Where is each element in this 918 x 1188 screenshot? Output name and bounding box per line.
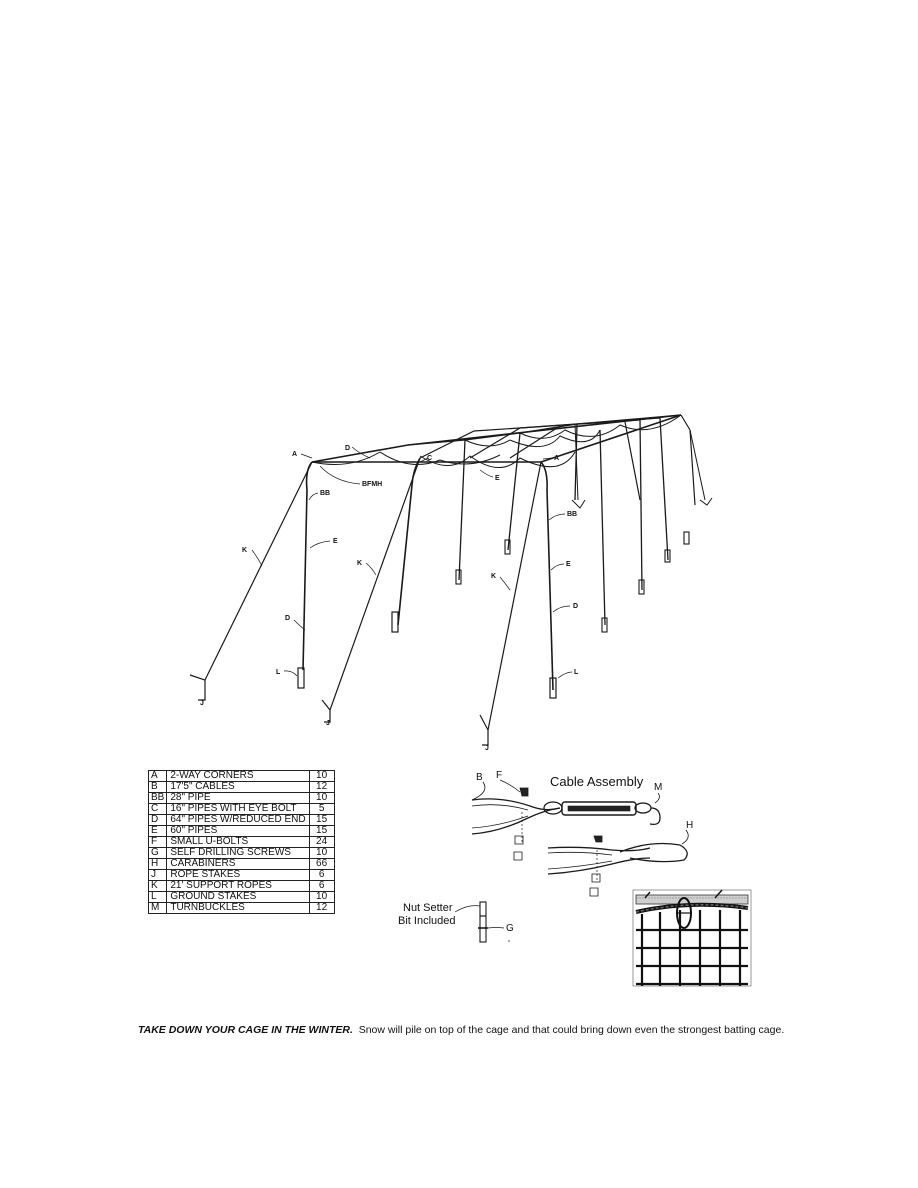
label-h: H [686, 820, 693, 831]
label-bb-right: BB [567, 511, 577, 518]
label-e-right: E [566, 561, 571, 568]
parts-code: A [147, 770, 168, 782]
parts-qty: 10 [308, 891, 335, 903]
label-b: B [476, 772, 483, 783]
parts-qty: 66 [308, 858, 335, 870]
label-k-middle: K [357, 560, 362, 567]
parts-code: C [147, 803, 168, 815]
carabiner-net-detail [632, 889, 752, 987]
label-g: G [506, 923, 514, 934]
assembly-diagram: A D C E A BFMH BB BB K E K D K [189, 414, 752, 987]
nut-setter-detail: Nut Setter Bit Included G [398, 901, 514, 943]
parts-description: CARABINERS [166, 858, 310, 870]
label-k-left: K [242, 547, 247, 554]
parts-code: D [147, 814, 168, 826]
label-m: M [654, 782, 662, 793]
parts-qty: 10 [308, 792, 335, 804]
parts-code: B [147, 781, 168, 793]
parts-description: 60" PIPES [166, 825, 310, 837]
parts-qty: 24 [308, 836, 335, 848]
parts-description: SMALL U-BOLTS [166, 836, 310, 848]
parts-qty: 10 [308, 847, 335, 859]
label-j-left: J [200, 700, 204, 707]
parts-qty: 15 [308, 825, 335, 837]
parts-qty: 15 [308, 814, 335, 826]
label-e-left: E [333, 538, 338, 545]
label-d-top: D [345, 445, 350, 452]
label-bb-left: BB [320, 490, 330, 497]
warning-heading: TAKE DOWN YOUR CAGE IN THE WINTER. [138, 1024, 353, 1036]
parts-description: 16" PIPES WITH EYE BOLT [166, 803, 310, 815]
parts-code: E [147, 825, 168, 837]
cage-frame [189, 414, 713, 746]
parts-qty: 12 [308, 902, 335, 914]
parts-description: ROPE STAKES [166, 869, 310, 881]
warning-text: Snow will pile on top of the cage and th… [352, 1024, 785, 1036]
parts-qty: 6 [308, 869, 335, 881]
nut-setter-line1: Nut Setter [403, 902, 453, 914]
parts-code: J [147, 869, 168, 881]
label-j-right: J [485, 745, 489, 752]
parts-description: GROUND STAKES [166, 891, 310, 903]
label-f: F [496, 770, 502, 781]
parts-code: G [147, 847, 168, 859]
parts-code: M [147, 902, 168, 914]
parts-qty: 6 [308, 880, 335, 892]
parts-description: 17'5" CABLES [166, 781, 310, 793]
label-d-left: D [285, 615, 290, 622]
cable-assembly-detail: Cable Assembly B F M H [471, 770, 693, 897]
cable-assembly-title: Cable Assembly [550, 774, 644, 789]
parts-code: K [147, 880, 168, 892]
parts-qty: 5 [308, 803, 335, 815]
parts-code: L [147, 891, 168, 903]
label-e-top: E [495, 475, 500, 482]
frame-labels: A D C E A BFMH BB BB K E K D K [200, 445, 579, 752]
label-a-right: A [554, 455, 559, 462]
parts-description: SELF DRILLING SCREWS [166, 847, 310, 859]
winter-warning: TAKE DOWN YOUR CAGE IN THE WINTER. Snow … [138, 1024, 784, 1036]
parts-description: 2-WAY CORNERS [166, 770, 310, 782]
label-c: C [427, 455, 432, 462]
parts-code: H [147, 858, 168, 870]
parts-qty: 10 [308, 770, 335, 782]
parts-code: BB [147, 792, 168, 804]
parts-description: 21' SUPPORT ROPES [166, 880, 310, 892]
label-l-left: L [276, 669, 281, 676]
parts-code: F [147, 836, 168, 848]
nut-setter-line2: Bit Included [398, 915, 455, 927]
parts-qty: 12 [308, 781, 335, 793]
label-a-left: A [292, 451, 297, 458]
parts-description: 28" PIPE [166, 792, 310, 804]
label-k-right: K [491, 573, 496, 580]
label-l-right: L [574, 669, 579, 676]
parts-description: TURNBUCKLES [166, 902, 310, 914]
label-j-middle: J [326, 720, 330, 727]
parts-description: 64" PIPES W/REDUCED END [166, 814, 310, 826]
label-bfmh: BFMH [362, 481, 382, 488]
label-d-right: D [573, 603, 578, 610]
